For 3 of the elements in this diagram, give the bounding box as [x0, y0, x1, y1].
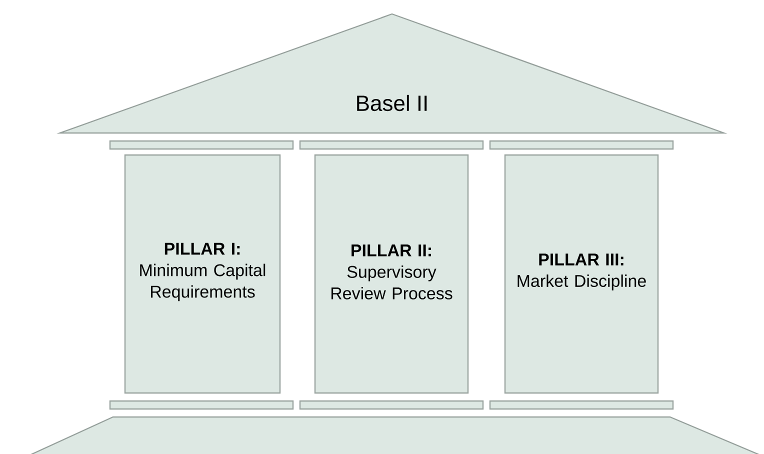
- pillar-box: PILLAR I: Minimum Capital Requirements: [124, 154, 281, 394]
- pillar-box: PILLAR III: Market Discipline: [504, 154, 659, 394]
- pillar-box: PILLAR II: Supervisory Review Process: [314, 154, 469, 394]
